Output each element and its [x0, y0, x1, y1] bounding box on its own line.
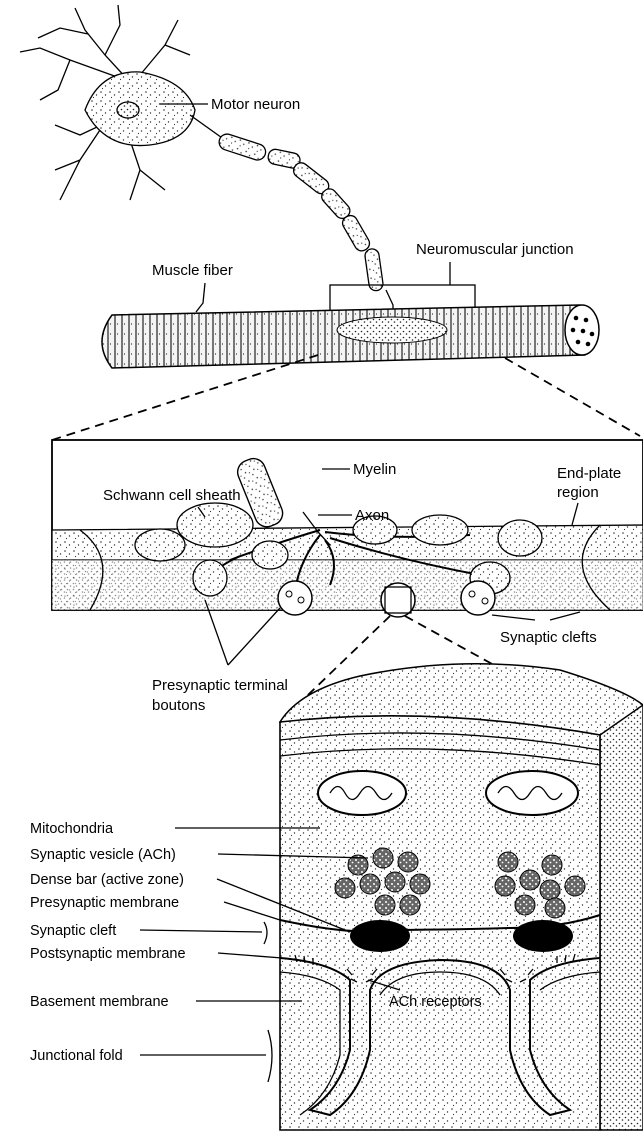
label-synaptic-clefts: Synaptic clefts	[500, 629, 597, 646]
label-presynaptic-membrane: Presynaptic membrane	[30, 895, 179, 911]
label-motor-neuron: Motor neuron	[211, 96, 300, 113]
muscle-fiber-drawing	[102, 305, 599, 368]
label-presynaptic-2: boutons	[152, 697, 205, 714]
zoom-line-right	[505, 358, 640, 436]
label-end-plate-1: End-plate	[557, 465, 621, 482]
label-neuromuscular-junction: Neuromuscular junction	[416, 241, 574, 258]
label-postsynaptic-membrane: Postsynaptic membrane	[30, 946, 186, 962]
label-dense-bar: Dense bar (active zone)	[30, 872, 184, 888]
presynaptic-membrane-leader	[224, 902, 280, 920]
presynaptic-leader-2	[228, 608, 280, 665]
label-muscle-fiber: Muscle fiber	[152, 262, 233, 279]
zoom-line-left	[52, 355, 318, 440]
synaptic-cleft-brace	[264, 922, 267, 944]
synaptic-clefts-leader-1	[492, 615, 535, 620]
label-basement-membrane: Basement membrane	[30, 994, 169, 1010]
label-axon: Axon	[355, 507, 389, 524]
label-mitochondria: Mitochondria	[30, 821, 114, 837]
synaptic-cleft-leader	[140, 930, 262, 932]
label-presynaptic-1: Presynaptic terminal	[152, 677, 288, 694]
label-ach-receptors: ACh receptors	[389, 994, 482, 1010]
synapse-block-drawing	[280, 664, 643, 1130]
label-schwann-cell-sheath: Schwann cell sheath	[103, 487, 241, 504]
label-synaptic-vesicle: Synaptic vesicle (ACh)	[30, 847, 176, 863]
label-synaptic-cleft: Synaptic cleft	[30, 923, 116, 939]
postsynaptic-membrane-leader	[218, 953, 282, 958]
muscle-fiber-leader	[196, 283, 205, 312]
label-myelin: Myelin	[353, 461, 396, 478]
junctional-fold-brace	[268, 1030, 272, 1082]
label-junctional-fold: Junctional fold	[30, 1048, 123, 1064]
synaptic-clefts-leader-2	[550, 612, 580, 620]
end-plate-panel	[52, 440, 643, 617]
label-end-plate-2: region	[557, 484, 599, 501]
